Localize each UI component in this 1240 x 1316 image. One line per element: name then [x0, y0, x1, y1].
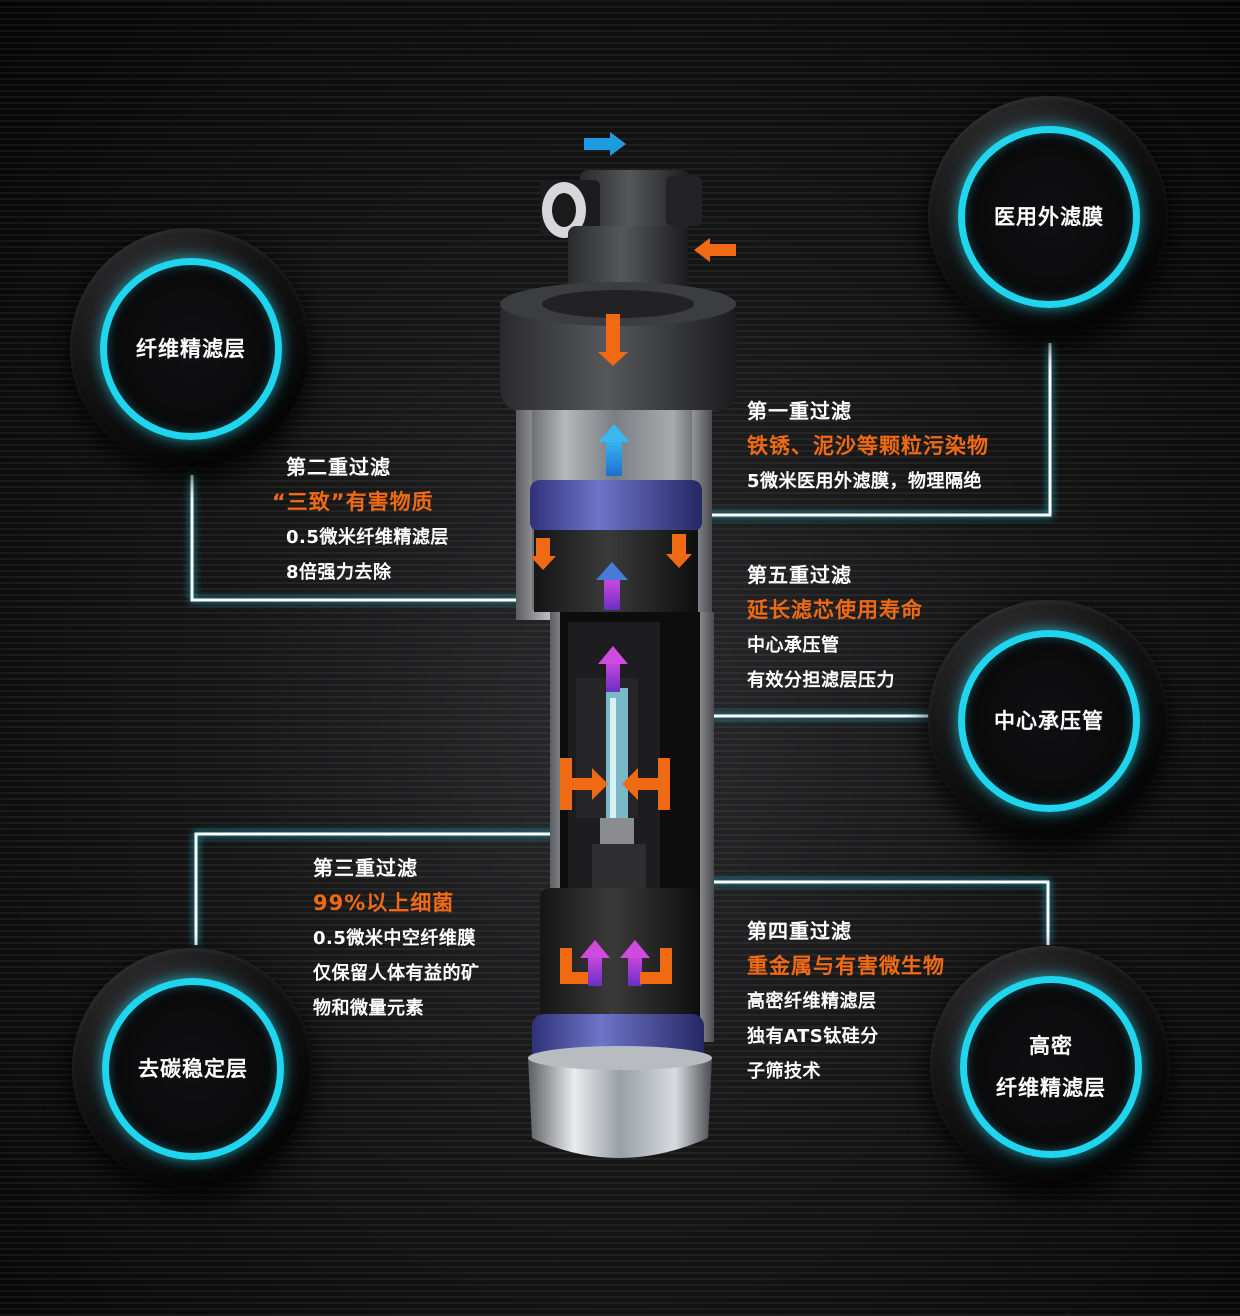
stage-detail: 0.5微米纤维精滤层: [286, 527, 449, 548]
stage-detail: 有效分担滤层压力: [747, 670, 895, 691]
stage-detail: 物和微量元素: [313, 998, 424, 1019]
stage-detail: 0.5微米中空纤维膜: [313, 928, 476, 949]
badge-label-line2: 纤维精滤层: [996, 1076, 1106, 1100]
badge-ring: [958, 630, 1140, 812]
badge-center-pressure-pipe: 中心承压管: [928, 600, 1168, 840]
badge-decarbon-stable-layer: 去碳稳定层: [72, 948, 312, 1188]
stage-highlight: “三致”有害物质: [272, 490, 434, 514]
badge-label: 纤维精滤层: [136, 337, 246, 361]
badge-label: 去碳稳定层: [138, 1057, 248, 1081]
stage-highlight: 99%以上细菌: [313, 891, 455, 915]
stage3-description: 第三重过滤 99%以上细菌 0.5微米中空纤维膜 仅保留人体有益的矿 物和微量元…: [313, 851, 480, 1026]
stage-detail: 中心承压管: [747, 635, 840, 656]
stage2-description: 第二重过滤 “三致”有害物质 0.5微米纤维精滤层 8倍强力去除: [272, 450, 449, 590]
flow-arrow-icon: [596, 562, 628, 610]
stage-title: 第二重过滤: [286, 455, 391, 479]
water-out-arrow-icon: [584, 132, 626, 156]
badge-fiber-fine-layer: 纤维精滤层: [70, 228, 310, 468]
stage-highlight: 重金属与有害微生物: [747, 954, 945, 978]
flow-arrow-icon: [598, 314, 628, 366]
stage-detail: 5微米医用外滤膜，物理隔绝: [747, 471, 983, 492]
stage-title: 第一重过滤: [747, 399, 852, 423]
connector-stage2: [190, 475, 565, 602]
connector-stage1: [640, 343, 1052, 517]
badge-ring: [100, 258, 282, 440]
connector-stage3: [194, 832, 600, 945]
stage-detail: 高密纤维精滤层: [747, 991, 877, 1012]
filter-cartridge-illustration: [500, 132, 736, 1158]
flow-arrow-icon: [598, 646, 628, 692]
stage-title: 第五重过滤: [747, 563, 852, 587]
stage1-description: 第一重过滤 铁锈、泥沙等颗粒污染物 5微米医用外滤膜，物理隔绝: [747, 394, 989, 499]
stage-detail: 子筛技术: [747, 1061, 821, 1082]
stage-detail: 8倍强力去除: [286, 562, 392, 583]
connector-stage4: [612, 880, 1050, 945]
badge-ring: [960, 976, 1142, 1158]
flow-arrow-icon: [598, 424, 630, 476]
stage-highlight: 铁锈、泥沙等颗粒污染物: [747, 434, 989, 458]
badge-label: 中心承压管: [994, 709, 1104, 733]
water-in-arrow-icon: [694, 238, 736, 262]
stage5-description: 第五重过滤 延长滤芯使用寿命 中心承压管 有效分担滤层压力: [747, 558, 923, 698]
stage-detail: 独有ATS钛硅分: [747, 1026, 879, 1047]
flow-arrow-icon: [560, 940, 672, 986]
badge-label-line1: 高密: [1029, 1034, 1073, 1058]
stage-title: 第四重过滤: [747, 919, 852, 943]
badge-ring: [102, 978, 284, 1160]
stage-title: 第三重过滤: [313, 856, 418, 880]
badge-ring: [958, 126, 1140, 308]
badge-label: 医用外滤膜: [994, 205, 1104, 229]
stage4-description: 第四重过滤 重金属与有害微生物 高密纤维精滤层 独有ATS钛硅分 子筛技术: [747, 914, 945, 1089]
stage-highlight: 延长滤芯使用寿命: [747, 598, 923, 622]
badge-high-density-fiber-layer: 高密 纤维精滤层: [930, 946, 1170, 1186]
badge-medical-outer-membrane: 医用外滤膜: [928, 96, 1168, 336]
stage-detail: 仅保留人体有益的矿: [313, 963, 480, 984]
